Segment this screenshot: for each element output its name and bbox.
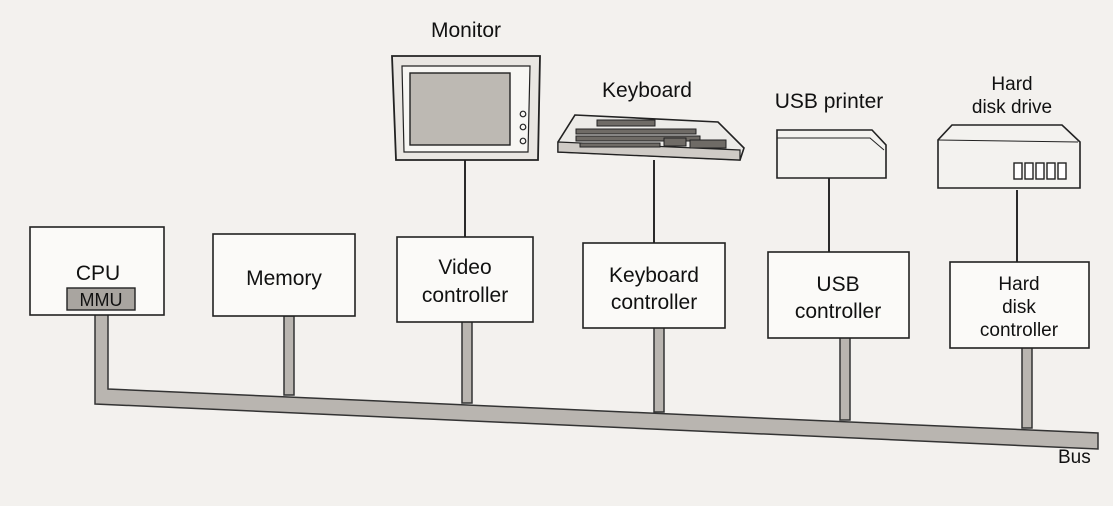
keyboard-device-label: Keyboard	[602, 79, 692, 102]
keyboard-controller-box: Keyboard controller	[582, 242, 726, 329]
mmu-box	[66, 287, 136, 311]
video-controller-label-line2: controller	[422, 284, 508, 307]
disk-controller-box: Hard disk controller	[949, 261, 1090, 349]
memory-box: Memory	[212, 233, 356, 317]
video-controller-label-line1: Video	[438, 256, 491, 279]
printer-icon	[776, 129, 887, 179]
keyboard-controller-label-line2: controller	[611, 291, 697, 314]
usb-controller-label-line1: USB	[816, 273, 859, 296]
disk-drive-slots	[1013, 162, 1067, 180]
bus-stub-usb	[839, 335, 851, 421]
keyboard-controller-label-line1: Keyboard	[609, 264, 699, 287]
bus-path	[94, 309, 1099, 450]
bus-stub-disk	[1021, 345, 1033, 429]
disk-drive-label-line2: disk drive	[972, 97, 1052, 118]
cpu-box: CPU MMU	[29, 226, 165, 316]
disk-drive-label-line1: Hard	[991, 74, 1032, 95]
disk-controller-label-line3: controller	[980, 320, 1059, 341]
usb-controller-box: USB controller	[767, 251, 910, 339]
monitor-icon	[391, 55, 541, 161]
bus-stub-keyboard	[653, 325, 665, 413]
disk-controller-label-line2: disk	[1002, 297, 1036, 318]
disk-controller-label-line1: Hard	[998, 274, 1039, 295]
disk-drive-icon	[937, 124, 1081, 189]
memory-label: Memory	[246, 267, 322, 290]
bus-stub-video	[461, 319, 473, 404]
monitor-label: Monitor	[431, 19, 501, 42]
system-bus	[94, 309, 1099, 450]
bus-stub-memory	[283, 315, 295, 396]
keyboard-keys	[575, 119, 727, 149]
usb-controller-label-line2: controller	[795, 300, 881, 323]
mmu-label: MMU	[80, 290, 123, 310]
keyboard-icon	[557, 114, 745, 161]
printer-label: USB printer	[775, 90, 884, 113]
cpu-label: CPU	[76, 262, 120, 285]
video-controller-box: Video controller	[396, 236, 534, 323]
bus-label: Bus	[1058, 447, 1091, 468]
